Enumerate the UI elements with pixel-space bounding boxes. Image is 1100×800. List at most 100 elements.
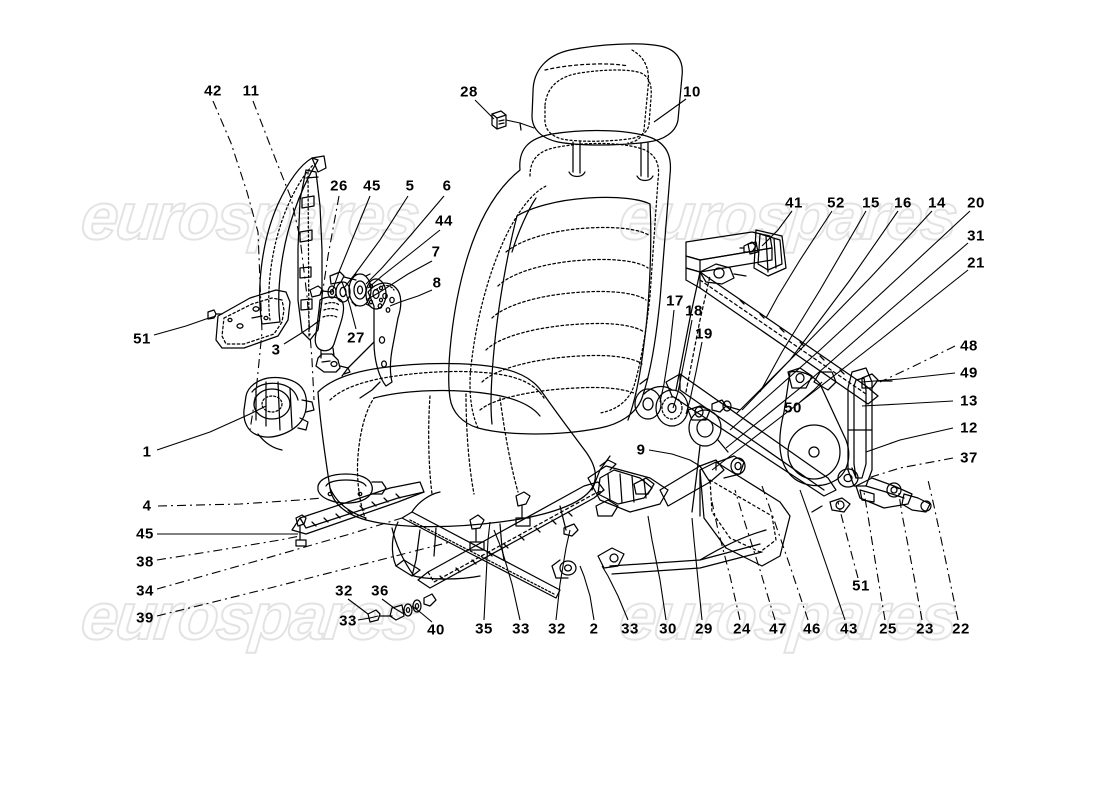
- leader-line-15: [759, 210, 867, 393]
- seatbelt-buckle-part-3: [314, 296, 351, 375]
- callout-number: 48: [960, 337, 978, 355]
- callout-number: 37: [960, 449, 978, 467]
- callout-number: 50: [784, 399, 802, 417]
- leader-line-41: [761, 210, 793, 247]
- leader-line-44: [367, 229, 441, 289]
- callout-number: 36: [371, 582, 389, 600]
- leader-line-32: [347, 598, 369, 615]
- leader-line-1: [156, 405, 267, 451]
- callout-number: 22: [952, 620, 970, 638]
- leader-line-18: [672, 319, 693, 409]
- leader-line-29: [691, 517, 703, 621]
- leader-line-46: [761, 485, 809, 621]
- callout-number: 51: [852, 577, 870, 595]
- leader-line-32: [555, 529, 571, 621]
- leader-line-22: [927, 479, 959, 621]
- callout-number: 19: [695, 325, 713, 343]
- leader-line-20: [729, 210, 971, 431]
- headrest-part-10: [531, 43, 683, 182]
- leader-line-33: [357, 615, 379, 621]
- callout-number: 18: [685, 302, 703, 320]
- leader-line-24: [711, 501, 741, 621]
- leader-line-7: [365, 260, 433, 301]
- callout-number: 39: [136, 609, 154, 627]
- callout-number: 47: [769, 620, 787, 638]
- callout-number: 17: [666, 292, 684, 310]
- leader-line-13: [861, 400, 954, 407]
- callout-number: 32: [548, 620, 566, 638]
- callout-number: 29: [695, 620, 713, 638]
- leader-line-21: [711, 269, 969, 471]
- leader-line-43: [799, 489, 846, 621]
- leader-line-12: [865, 427, 954, 453]
- callout-number: 24: [733, 620, 751, 638]
- leader-line-40: [411, 605, 433, 623]
- leader-line-10: [653, 98, 687, 123]
- callout-number: 52: [827, 194, 845, 212]
- callout-number: 20: [967, 194, 985, 212]
- callout-number: 32: [335, 582, 353, 600]
- recliner-hinge-stack: [309, 271, 402, 399]
- callout-number: 51: [133, 330, 151, 348]
- callout-number: 7: [431, 243, 441, 261]
- callout-number: 34: [136, 582, 154, 600]
- leader-line-33: [601, 565, 629, 621]
- callout-number: 49: [960, 364, 978, 382]
- leader-line-4: [157, 497, 323, 507]
- callout-number: 15: [862, 194, 880, 212]
- leader-line-33: [493, 529, 521, 621]
- leader-line-2: [579, 565, 595, 621]
- leader-line-30: [647, 515, 667, 621]
- leader-line-51: [153, 315, 217, 336]
- leader-line-49: [861, 372, 956, 383]
- callout-number: 42: [204, 82, 222, 100]
- callout-number: 35: [475, 620, 493, 638]
- leader-line-52: [765, 210, 833, 319]
- callout-number: 45: [136, 525, 154, 543]
- leader-line-35: [483, 521, 491, 621]
- callout-number: 46: [803, 620, 821, 638]
- callout-number: 6: [442, 177, 452, 195]
- leader-line-45: [331, 195, 371, 293]
- callout-number: 43: [840, 620, 858, 638]
- callout-number: 45: [363, 177, 381, 195]
- leader-line-38: [156, 535, 301, 561]
- callout-number: 40: [427, 621, 445, 639]
- clip-part-28: [491, 110, 507, 130]
- callout-number: 16: [894, 194, 912, 212]
- leader-line-17: [659, 309, 675, 403]
- callout-number: 21: [967, 254, 985, 272]
- callout-number: 44: [435, 212, 453, 230]
- seat-rail-left-assembly: [291, 473, 561, 623]
- leader-line-42: [212, 100, 263, 431]
- callout-number: 31: [967, 227, 985, 245]
- callout-number: 41: [785, 194, 803, 212]
- callout-number: 33: [621, 620, 639, 638]
- callout-number: 14: [928, 194, 946, 212]
- leader-line-31: [725, 242, 969, 449]
- callout-number: 1: [142, 443, 152, 461]
- callout-number: 28: [460, 83, 478, 101]
- callout-number: 2: [589, 620, 599, 638]
- leader-line-34: [156, 517, 403, 590]
- leader-line-27: [341, 281, 357, 330]
- leader-line-25: [863, 491, 886, 621]
- callout-number: 38: [136, 553, 154, 571]
- callout-number: 25: [879, 620, 897, 638]
- leader-line-16: [741, 210, 899, 411]
- leader-line-51: [837, 501, 859, 579]
- cushion-to-rail-supports: [411, 455, 611, 577]
- leader-line-47: [734, 489, 776, 621]
- leader-line-23: [897, 487, 923, 621]
- callout-number: 23: [916, 620, 934, 638]
- leader-line-36: [381, 598, 405, 615]
- leader-line-14: [735, 210, 933, 415]
- leader-line-8: [389, 289, 433, 307]
- seat-backrest: [448, 129, 672, 435]
- callout-number: 13: [960, 392, 978, 410]
- leader-line-50: [799, 381, 823, 403]
- leader-line-3: [283, 319, 321, 345]
- leader-line-37: [867, 457, 954, 479]
- callout-number: 5: [405, 177, 415, 195]
